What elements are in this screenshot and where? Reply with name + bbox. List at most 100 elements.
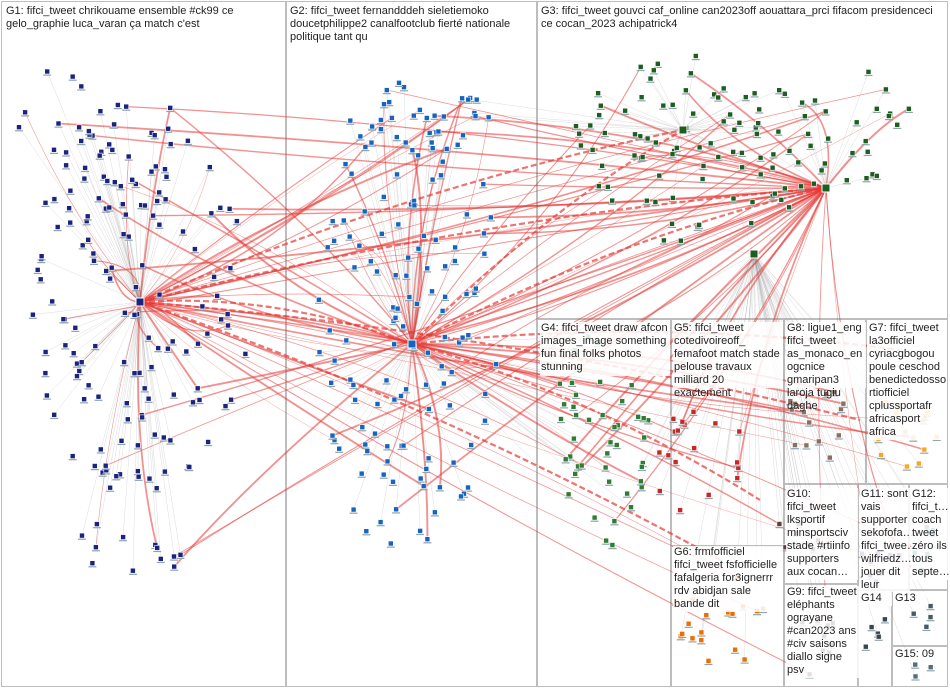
graph-node: [775, 128, 782, 135]
graph-node: [432, 509, 438, 516]
node-caption-mark: [94, 201, 103, 203]
node-caption-mark: [904, 111, 913, 113]
node-caption-mark: [409, 118, 418, 120]
node-caption-mark: [153, 204, 162, 206]
node-caption-mark: [120, 365, 129, 367]
node-caption-mark: [194, 346, 202, 348]
node-caption-mark: [806, 148, 815, 150]
edge: [682, 114, 731, 131]
graph-node: [843, 177, 850, 183]
graph-node: [194, 385, 201, 392]
graph-node: [631, 152, 638, 159]
graph-node: [670, 195, 676, 201]
graph-node: [739, 164, 746, 171]
node-caption-mark: [714, 100, 723, 102]
graph-node: [60, 316, 67, 323]
edge-red: [739, 187, 827, 432]
graph-node: [211, 274, 217, 280]
graph-node: [654, 60, 661, 67]
graph-node: [788, 406, 795, 413]
edge-red: [411, 125, 591, 345]
graph-node: [770, 151, 777, 158]
node-caption-mark: [914, 466, 923, 468]
graph-node: [818, 167, 825, 174]
graph-node: [222, 403, 229, 409]
node-caption-mark: [637, 490, 646, 492]
edge: [411, 343, 608, 454]
edge: [411, 291, 433, 345]
group-label-g10: G10: fifci_tweet lksportif minsportsciv …: [786, 488, 858, 580]
graph-node: [831, 389, 838, 395]
graph-node: [720, 118, 727, 125]
graph-node: [647, 75, 654, 82]
graph-node: [826, 454, 833, 461]
graph-node: [906, 106, 912, 112]
edge: [139, 207, 221, 303]
edge-red: [139, 301, 430, 410]
group-label-g5: G5: fifci_tweet cotedivoireoff_ femafoot…: [673, 322, 783, 399]
node-caption-mark: [780, 96, 789, 98]
graph-node: [609, 197, 616, 204]
node-caption-mark: [480, 236, 488, 238]
graph-node: [331, 357, 338, 364]
node-caption-mark: [911, 667, 920, 669]
graph-node: [572, 471, 579, 477]
node-caption-mark: [572, 418, 581, 420]
graph-node: [739, 150, 745, 156]
node-caption-mark: [571, 476, 580, 479]
graph-node: [139, 414, 145, 421]
edge: [103, 176, 141, 303]
graph-node: [76, 124, 82, 131]
graph-node: [458, 493, 464, 500]
node-caption-mark: [77, 144, 86, 146]
node-caption-mark: [122, 109, 131, 111]
graph-node: [715, 94, 722, 101]
graph-node: [316, 296, 322, 303]
node-caption-mark: [637, 100, 646, 102]
graph-node: [124, 400, 130, 407]
graph-node: [417, 528, 423, 534]
node-caption-mark: [41, 205, 50, 207]
edge-red: [180, 187, 827, 556]
node-caption-mark: [71, 330, 80, 332]
node-caption-mark: [170, 569, 179, 571]
graph-node: [120, 201, 126, 207]
graph-node: [380, 194, 387, 200]
node-caption-mark: [623, 496, 632, 498]
group-label-g8: G8: ligue1_eng fifci_tweet as_monaco_en …: [786, 322, 866, 412]
node-caption-mark: [439, 386, 448, 388]
node-caption-mark: [644, 423, 653, 425]
node-caption-mark: [376, 525, 385, 527]
graph-node: [92, 343, 99, 349]
edge: [101, 151, 141, 303]
graph-node: [340, 217, 347, 224]
graph-node: [414, 300, 420, 307]
graph-node: [186, 464, 193, 470]
node-caption-mark: [128, 573, 137, 575]
graph-node: [639, 464, 645, 470]
node-caption-mark: [664, 458, 673, 460]
node-caption-mark: [638, 160, 647, 162]
edge-red-strong: [411, 186, 827, 345]
graph-node: [442, 263, 449, 270]
graph-node: [711, 91, 718, 98]
graph-node: [803, 442, 810, 449]
node-caption-mark: [738, 170, 747, 172]
node-caption-mark: [830, 395, 839, 397]
node-caption-mark: [389, 484, 397, 486]
node-caption-mark: [726, 117, 735, 119]
graph-node: [171, 391, 177, 398]
node-caption-mark: [105, 210, 114, 212]
node-caption-mark: [481, 396, 490, 398]
node-caption-mark: [697, 635, 706, 637]
node-caption-mark: [66, 193, 75, 195]
edge-red: [139, 252, 485, 303]
node-caption-mark: [785, 153, 794, 156]
graph-node: [136, 370, 143, 376]
graph-node: [329, 432, 336, 439]
graph-node: [85, 382, 92, 389]
graph-node: [420, 483, 427, 489]
graph-node: [120, 231, 127, 237]
graph-node: [699, 176, 706, 182]
node-caption-mark: [135, 375, 144, 378]
